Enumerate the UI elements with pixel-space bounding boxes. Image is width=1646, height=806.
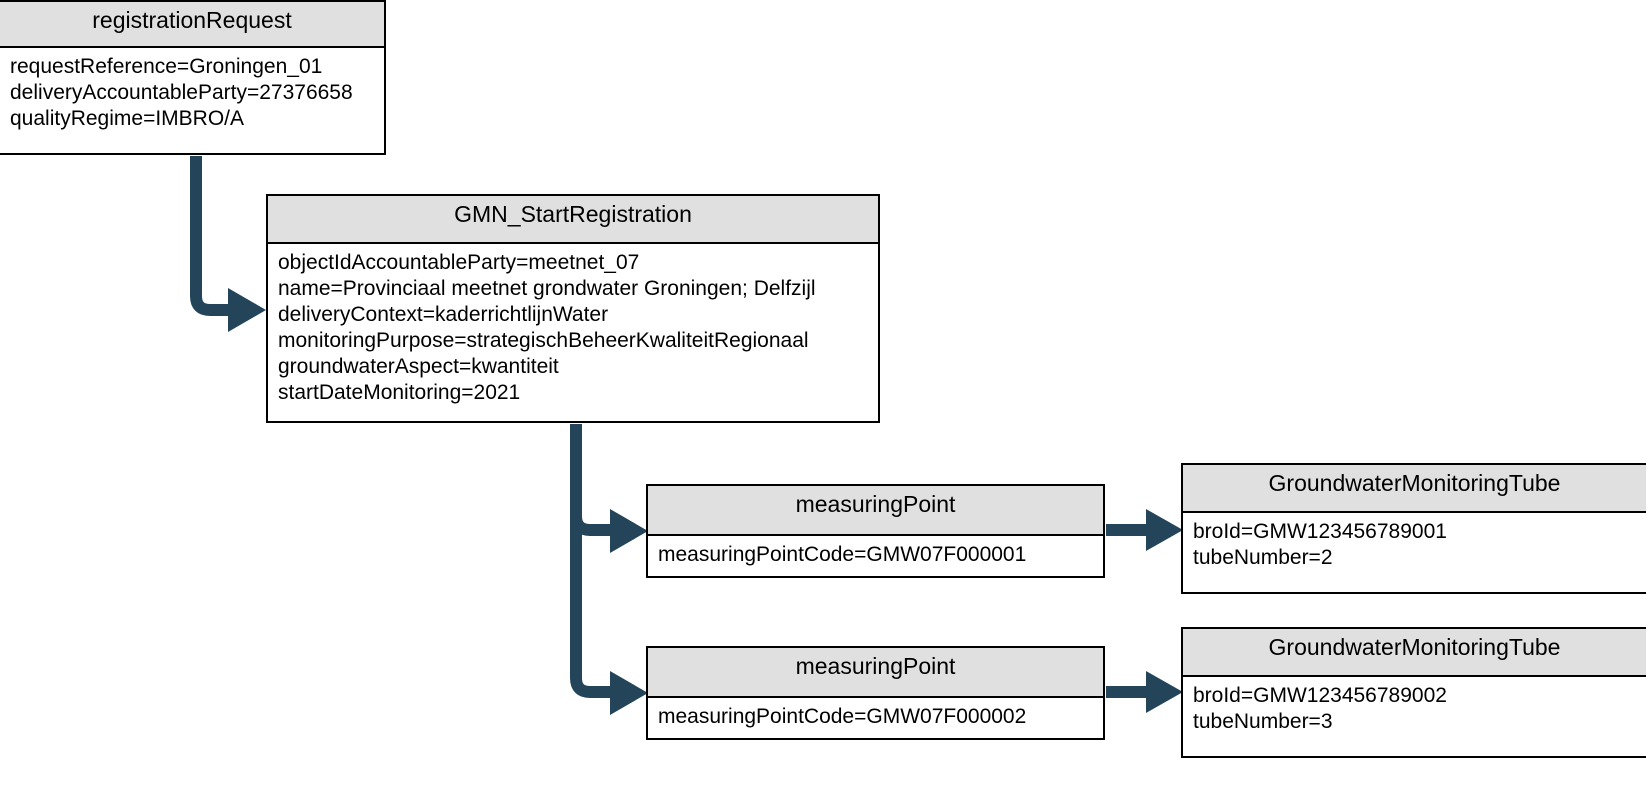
connector-gmn-start-registration-to-measuring-point-2 bbox=[570, 424, 648, 715]
object-box-groundwater-monitoring-tube-2[interactable]: GroundwaterMonitoringTube broId=GMW12345… bbox=[1181, 627, 1646, 758]
object-box-gmn-start-registration[interactable]: GMN_StartRegistration objectIdAccountabl… bbox=[266, 194, 880, 423]
object-box-title: measuringPoint bbox=[648, 486, 1103, 536]
connector-line bbox=[190, 156, 232, 316]
object-box-attributes: measuringPointCode=GMW07F000002 bbox=[648, 698, 1103, 738]
object-box-title: measuringPoint bbox=[648, 648, 1103, 698]
connector-measuring-point-1-to-monitoring-tube-1 bbox=[1106, 509, 1183, 551]
attribute-delivery-context: deliveryContext=kaderrichtlijnWater bbox=[278, 303, 609, 326]
attribute-delivery-accountable-party: deliveryAccountableParty=27376658 bbox=[10, 81, 353, 104]
attribute-measuring-point-code: measuringPointCode=GMW07F000001 bbox=[658, 543, 1027, 566]
object-box-attributes: measuringPointCode=GMW07F000001 bbox=[648, 536, 1103, 576]
object-box-groundwater-monitoring-tube-1[interactable]: GroundwaterMonitoringTube broId=GMW12345… bbox=[1181, 463, 1646, 594]
arrowhead-icon bbox=[228, 288, 266, 332]
attribute-start-date-monitoring: startDateMonitoring=2021 bbox=[278, 381, 521, 404]
arrowhead-icon bbox=[1146, 671, 1183, 713]
arrowhead-icon bbox=[1146, 509, 1183, 551]
attribute-name: name=Provinciaal meetnet grondwater Gron… bbox=[278, 277, 816, 300]
attribute-groundwater-aspect: groundwaterAspect=kwantiteit bbox=[278, 355, 559, 378]
attribute-monitoring-purpose: monitoringPurpose=strategischBeheerKwali… bbox=[278, 329, 809, 352]
attribute-request-reference: requestReference=Groningen_01 bbox=[10, 55, 323, 78]
attribute-bro-id: broId=GMW123456789001 bbox=[1193, 520, 1447, 543]
object-box-title: registrationRequest bbox=[0, 2, 384, 48]
object-box-attributes: broId=GMW123456789002 tubeNumber=3 bbox=[1183, 677, 1646, 743]
attribute-tube-number: tubeNumber=3 bbox=[1193, 710, 1333, 733]
arrowhead-icon bbox=[610, 671, 648, 715]
attribute-bro-id: broId=GMW123456789002 bbox=[1193, 684, 1447, 707]
object-box-registration-request[interactable]: registrationRequest requestReference=Gro… bbox=[0, 0, 386, 155]
attribute-object-id-accountable-party: objectIdAccountableParty=meetnet_07 bbox=[278, 251, 640, 274]
arrowhead-icon bbox=[610, 509, 648, 553]
attribute-quality-regime: qualityRegime=IMBRO/A bbox=[10, 107, 245, 130]
connector-line bbox=[570, 424, 614, 698]
connector-measuring-point-2-to-monitoring-tube-2 bbox=[1106, 671, 1183, 713]
object-box-title: GroundwaterMonitoringTube bbox=[1183, 629, 1646, 677]
connector-gmn-start-registration-to-measuring-point-1 bbox=[570, 424, 648, 553]
connector-registration-request-to-gmn-start-registration bbox=[190, 156, 266, 332]
attribute-measuring-point-code: measuringPointCode=GMW07F000002 bbox=[658, 705, 1027, 728]
object-box-title: GMN_StartRegistration bbox=[268, 196, 878, 244]
object-box-measuring-point-1[interactable]: measuringPoint measuringPointCode=GMW07F… bbox=[646, 484, 1105, 578]
object-box-attributes: objectIdAccountableParty=meetnet_07 name… bbox=[268, 244, 878, 414]
object-box-attributes: broId=GMW123456789001 tubeNumber=2 bbox=[1183, 513, 1646, 579]
attribute-tube-number: tubeNumber=2 bbox=[1193, 546, 1333, 569]
object-box-measuring-point-2[interactable]: measuringPoint measuringPointCode=GMW07F… bbox=[646, 646, 1105, 740]
object-box-attributes: requestReference=Groningen_01 deliveryAc… bbox=[0, 48, 384, 140]
object-box-title: GroundwaterMonitoringTube bbox=[1183, 465, 1646, 513]
